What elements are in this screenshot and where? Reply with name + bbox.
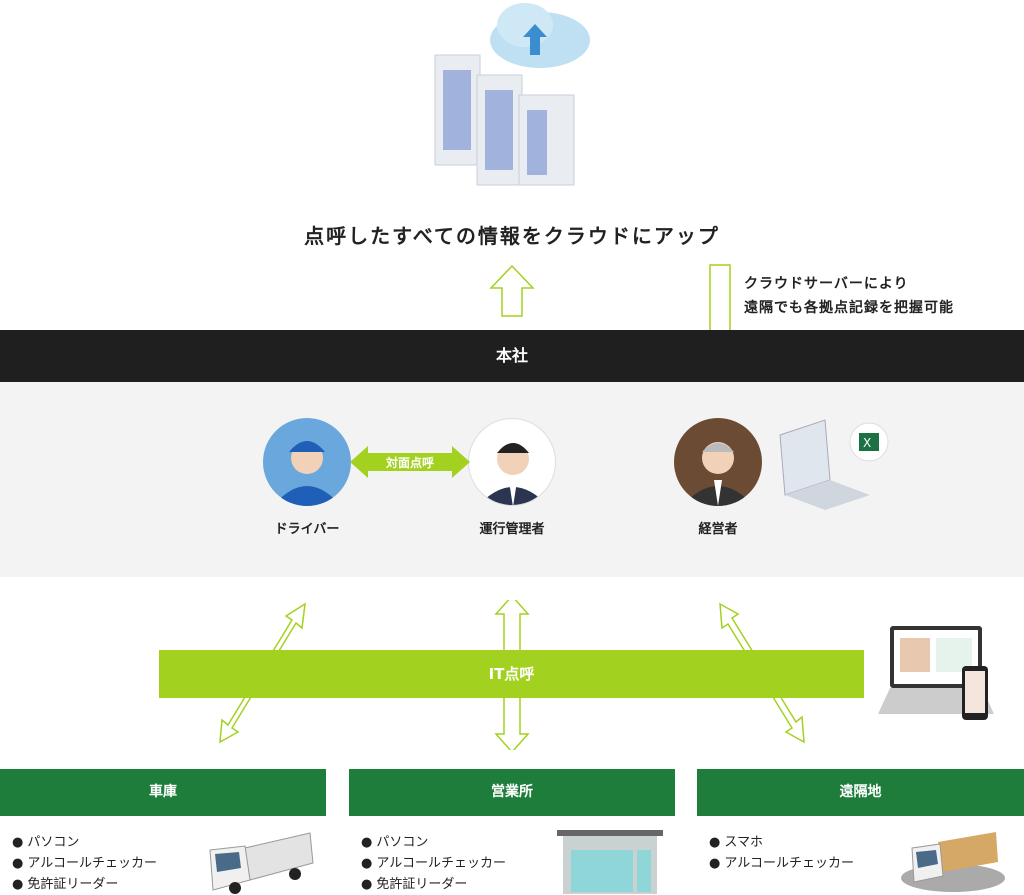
remote-truck-icon (901, 832, 1005, 892)
executive-avatar (674, 418, 762, 506)
headquarters-bar: 本社 (0, 330, 1024, 382)
driver-label: ドライバー (274, 522, 340, 537)
remote-equipment-list: スマホ アルコールチェッカー (709, 832, 854, 874)
arrow-up-icon (489, 264, 535, 317)
driver-avatar (263, 418, 351, 506)
location-office-header: 営業所 (349, 769, 675, 816)
list-item: 免許証リーダー (361, 874, 506, 895)
cloud-note-line-2: 遠隔でも各拠点記録を把握可能 (744, 300, 954, 316)
list-item: スマホ (709, 832, 854, 853)
office-building-icon (557, 830, 663, 894)
office-equipment-list: パソコン アルコールチェッカー 免許証リーダー (361, 832, 506, 895)
location-garage-header: 車庫 (0, 769, 326, 816)
cloud-note-line-1: クラウドサーバーにより (744, 276, 909, 292)
list-item: アルコールチェッカー (361, 853, 506, 874)
devices-illustration (878, 626, 994, 720)
face-to-face-arrow (350, 446, 470, 478)
cloud-note: クラウドサーバーにより 遠隔でも各拠点記録を把握可能 (744, 272, 954, 320)
laptop-excel-illustration: X (779, 419, 889, 510)
list-item: パソコン (361, 832, 506, 853)
manager-avatar (468, 418, 556, 506)
manager-label: 運行管理者 (479, 522, 545, 537)
location-remote-header: 遠隔地 (697, 769, 1024, 816)
excel-icon: X (863, 436, 871, 450)
truck-icon (209, 832, 314, 894)
face-to-face-label: 対面点呼 (385, 456, 434, 470)
executive-label: 経営者 (698, 522, 738, 537)
list-item: パソコン (12, 832, 157, 853)
it-roll-call-bar: IT点呼 (159, 650, 864, 698)
list-item: 免許証リーダー (12, 874, 157, 895)
garage-equipment-list: パソコン アルコールチェッカー 免許証リーダー (12, 832, 157, 895)
cloud-server-illustration (434, 3, 590, 186)
list-item: アルコールチェッカー (12, 853, 157, 874)
list-item: アルコールチェッカー (709, 853, 854, 874)
cloud-upload-title: 点呼したすべての情報をクラウドにアップ (304, 224, 720, 248)
